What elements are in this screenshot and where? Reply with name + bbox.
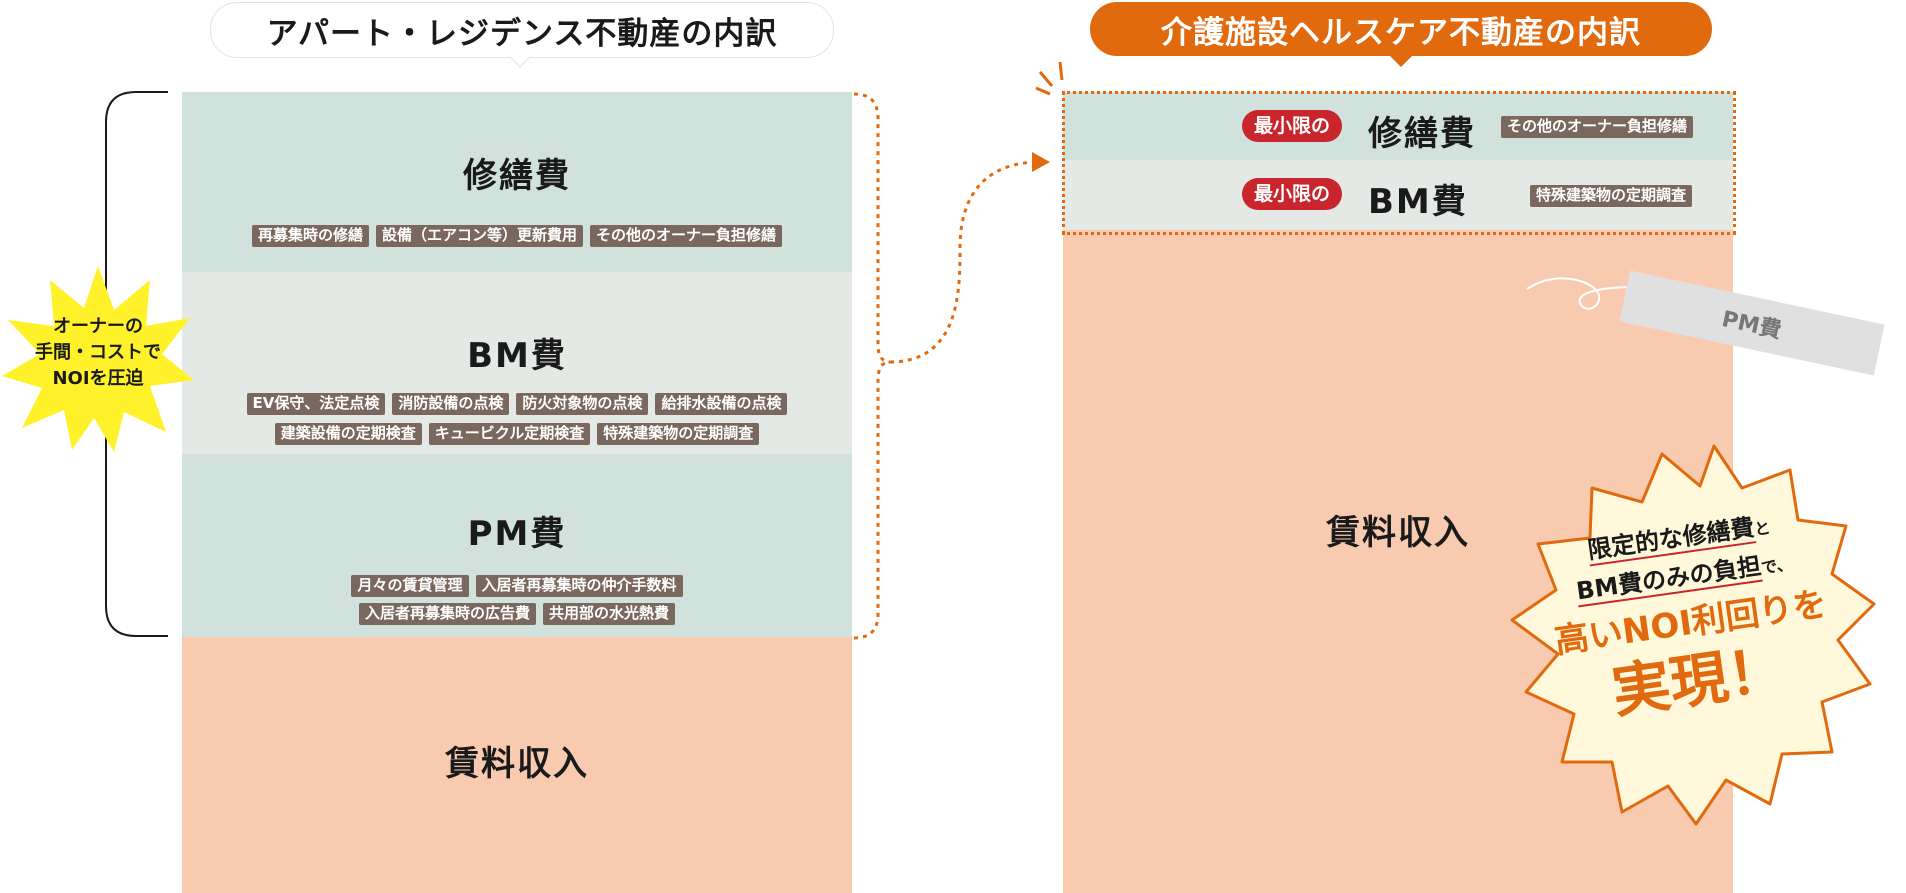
right-bm-heading: BM費 bbox=[1368, 182, 1468, 222]
left-title-pointer bbox=[508, 55, 532, 68]
yellow-starburst bbox=[2, 266, 194, 452]
tag: その他のオーナー負担修繕 bbox=[1501, 116, 1694, 138]
left-repair-block: 修繕費 再募集時の修繕 設備（エアコン等）更新費用 その他のオーナー負担修繕 bbox=[182, 92, 852, 272]
pm-swoosh bbox=[1526, 277, 1638, 310]
left-bm-block: BM費 EV保守、法定点検 消防設備の点検 防火対象物の点検 給排水設備の点検 … bbox=[182, 272, 852, 454]
left-panel-title: アパート・レジデンス不動産の内訳 bbox=[210, 2, 834, 58]
left-bm-heading: BM費 bbox=[467, 336, 567, 376]
burst-line: 手間・コストで bbox=[35, 342, 161, 363]
tag: 消防設備の点検 bbox=[392, 393, 510, 415]
tag: キュービクル定期検査 bbox=[428, 423, 591, 445]
left-bm-tags-row1: EV保守、法定点検 消防設備の点検 防火対象物の点検 給排水設備の点検 bbox=[246, 393, 788, 415]
right-highlight-frame bbox=[1062, 91, 1736, 235]
burst-line: NOIを圧迫 bbox=[52, 368, 144, 389]
right-panel-title-text: 介護施設ヘルスケア不動産の内訳 bbox=[1161, 14, 1641, 51]
left-pm-tags-row2: 入居者再募集時の広告費 共用部の水光熱費 bbox=[358, 603, 676, 625]
left-pm-block: PM費 月々の賃貸管理 入居者再募集時の仲介手数料 入居者再募集時の広告費 共用… bbox=[182, 454, 852, 637]
tag: 共用部の水光熱費 bbox=[543, 603, 676, 625]
left-panel-title-text: アパート・レジデンス不動産の内訳 bbox=[266, 15, 778, 52]
tag: 設備（エアコン等）更新費用 bbox=[375, 225, 583, 247]
left-repair-tags: 再募集時の修繕 設備（エアコン等）更新費用 その他のオーナー負担修繕 bbox=[251, 225, 783, 247]
right-rent-heading: 賃料収入 bbox=[1326, 513, 1470, 553]
right-panel-title: 介護施設ヘルスケア不動産の内訳 bbox=[1090, 2, 1712, 56]
left-repair-heading: 修繕費 bbox=[463, 156, 571, 196]
tag: 防火対象物の点検 bbox=[516, 393, 649, 415]
left-rent-block: 賃料収入 bbox=[182, 637, 852, 893]
yellow-starburst-text: オーナーの 手間・コストで NOIを圧迫 bbox=[2, 314, 194, 392]
tag: 月々の賃貸管理 bbox=[351, 575, 469, 597]
pm-fee-card-label: PM費 bbox=[1719, 306, 1784, 344]
left-rent-heading: 賃料収入 bbox=[445, 743, 589, 784]
tag: 再募集時の修繕 bbox=[251, 225, 369, 247]
right-repair-heading: 修繕費 bbox=[1368, 114, 1476, 154]
left-bm-tags-row2: 建築設備の定期検査 キュービクル定期検査 特殊建築物の定期調査 bbox=[274, 423, 760, 445]
right-title-pointer bbox=[1389, 55, 1413, 67]
tag: 入居者再募集時の仲介手数料 bbox=[475, 575, 683, 597]
minimum-badge: 最小限の bbox=[1242, 178, 1343, 210]
burst-line: オーナーの bbox=[53, 316, 143, 337]
tag: 建築設備の定期検査 bbox=[274, 423, 422, 445]
left-pm-heading: PM費 bbox=[467, 514, 567, 554]
tag: EV保守、法定点検 bbox=[246, 393, 386, 415]
tag: 特殊建築物の定期調査 bbox=[1530, 185, 1693, 207]
dotted-arrow bbox=[853, 92, 1050, 640]
spark-lines bbox=[1035, 61, 1064, 96]
minimum-badge: 最小限の bbox=[1242, 110, 1343, 142]
tag: 入居者再募集時の広告費 bbox=[358, 603, 536, 625]
cream-starburst bbox=[1510, 444, 1876, 826]
tag: その他のオーナー負担修繕 bbox=[590, 225, 783, 247]
left-pm-tags-row1: 月々の賃貸管理 入居者再募集時の仲介手数料 bbox=[351, 575, 683, 597]
tag: 特殊建築物の定期調査 bbox=[597, 423, 760, 445]
tag: 給排水設備の点検 bbox=[655, 393, 788, 415]
